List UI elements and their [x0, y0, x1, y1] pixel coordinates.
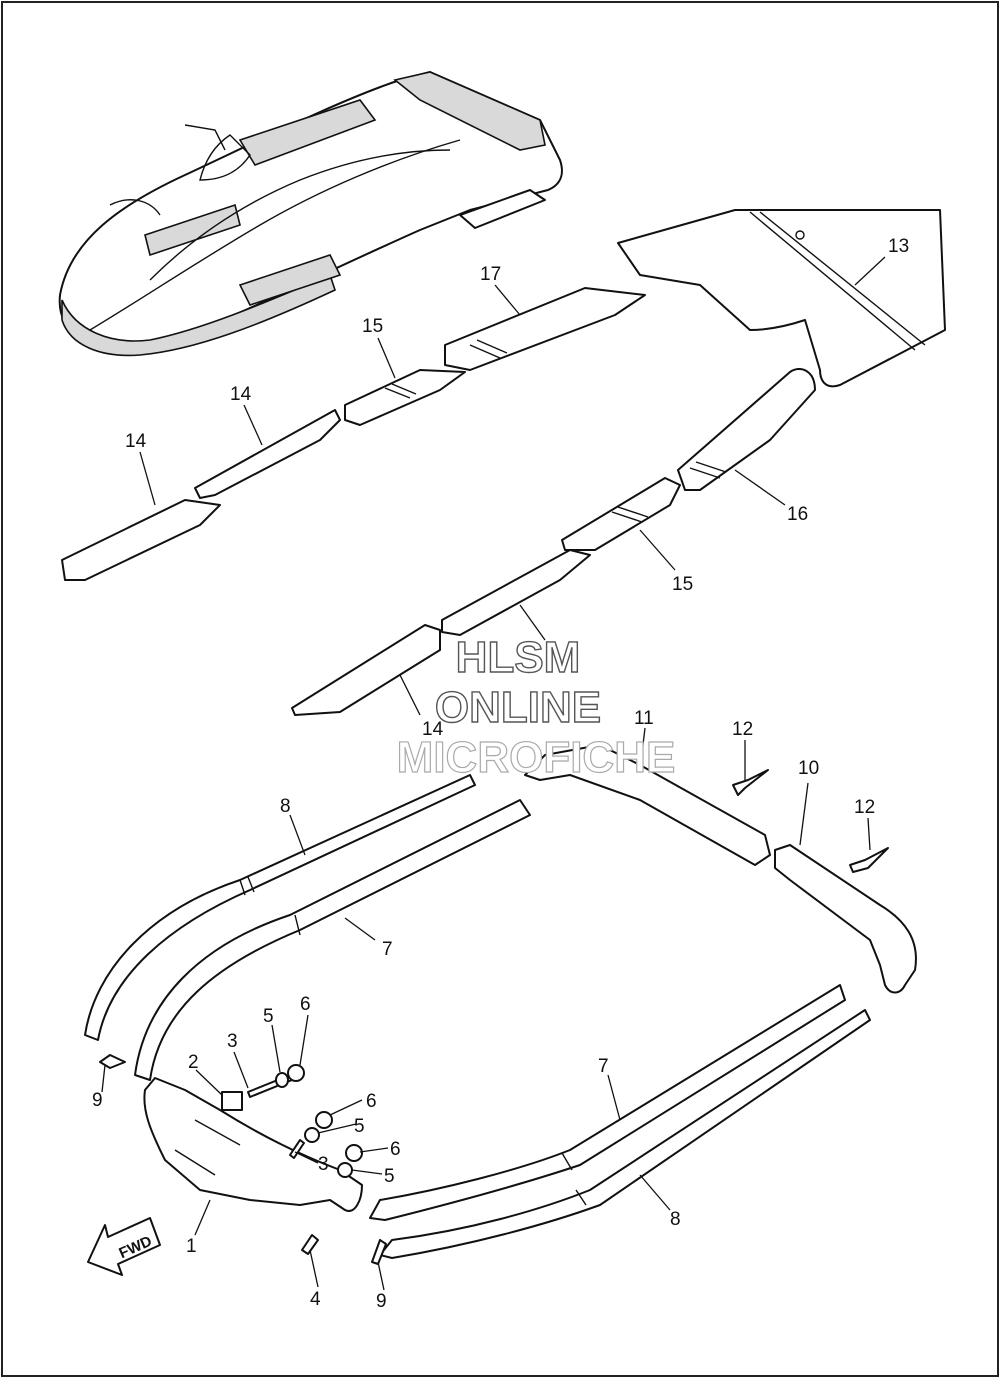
rail-7-lower [369, 984, 846, 1221]
nut-6-upper [287, 1064, 305, 1082]
callout-5: 5 [354, 1116, 365, 1137]
rail-7-upper [134, 799, 531, 1081]
callout-6: 6 [366, 1091, 377, 1112]
mat-14-upper [194, 409, 341, 499]
forward-arrow-icon: FWD [87, 1217, 161, 1276]
callout-15: 15 [362, 316, 383, 337]
mat-15-lower [561, 477, 681, 551]
watermark-line1: HLSM [456, 633, 581, 682]
bumper-1 [143, 1077, 363, 1212]
mat-15-upper [344, 369, 466, 426]
callout-6: 6 [300, 994, 311, 1015]
callout-8: 8 [670, 1209, 681, 1230]
callout-11: 11 [634, 708, 654, 729]
callout-13: 13 [888, 236, 909, 257]
callout-5: 5 [384, 1166, 395, 1187]
callout-14: 14 [125, 431, 147, 452]
callout-12: 12 [854, 797, 875, 818]
callout-7: 7 [598, 1056, 609, 1077]
callout-4: 4 [310, 1289, 321, 1310]
watermark: HLSM ONLINE MICROFICHE [396, 632, 676, 782]
callout-12: 12 [732, 719, 753, 740]
callout-3: 3 [318, 1154, 329, 1175]
rail-8-upper [84, 774, 476, 1041]
screw-9-upper [99, 1054, 126, 1069]
callout-7: 7 [382, 939, 393, 960]
clip-2 [221, 1091, 243, 1111]
mat-14-lower [291, 624, 441, 716]
screw-9-lower [371, 1239, 387, 1265]
rivet-12-upper [732, 769, 769, 796]
mat-14-middle [441, 549, 591, 636]
mat-13 [617, 209, 946, 388]
washer-5-upper [275, 1072, 289, 1088]
mat-16 [677, 368, 816, 491]
nut-6-lower [345, 1144, 363, 1162]
callout-3: 3 [227, 1031, 238, 1052]
callout-1: 1 [186, 1236, 197, 1257]
callout-9: 9 [376, 1291, 387, 1312]
screw-4 [301, 1234, 319, 1255]
callout-14: 14 [422, 719, 444, 740]
washer-5-middle [304, 1127, 320, 1143]
screw-3-lower [289, 1139, 305, 1159]
callout-9: 9 [92, 1090, 103, 1111]
nut-6-middle [315, 1111, 333, 1129]
bracket-10 [774, 844, 917, 994]
mat-17 [444, 287, 646, 371]
watermark-line3: MICROFICHE [397, 733, 676, 782]
watercraft-overview [58, 71, 563, 357]
callout-2: 2 [188, 1052, 199, 1073]
rail-8-lower [379, 1009, 871, 1259]
callout-8: 8 [280, 796, 291, 817]
mat-14-left [61, 499, 221, 581]
callout-5: 5 [263, 1006, 274, 1027]
callout-17: 17 [480, 264, 501, 285]
callout-14: 14 [230, 384, 252, 405]
watermark-line2: ONLINE [435, 683, 601, 732]
washer-5-lower [337, 1162, 353, 1178]
bracket-11 [524, 744, 771, 866]
callout-6: 6 [390, 1139, 401, 1160]
callout-15: 15 [672, 574, 693, 595]
callout-10: 10 [798, 758, 819, 779]
rivet-12-lower [849, 847, 889, 873]
callout-16: 16 [787, 504, 808, 525]
